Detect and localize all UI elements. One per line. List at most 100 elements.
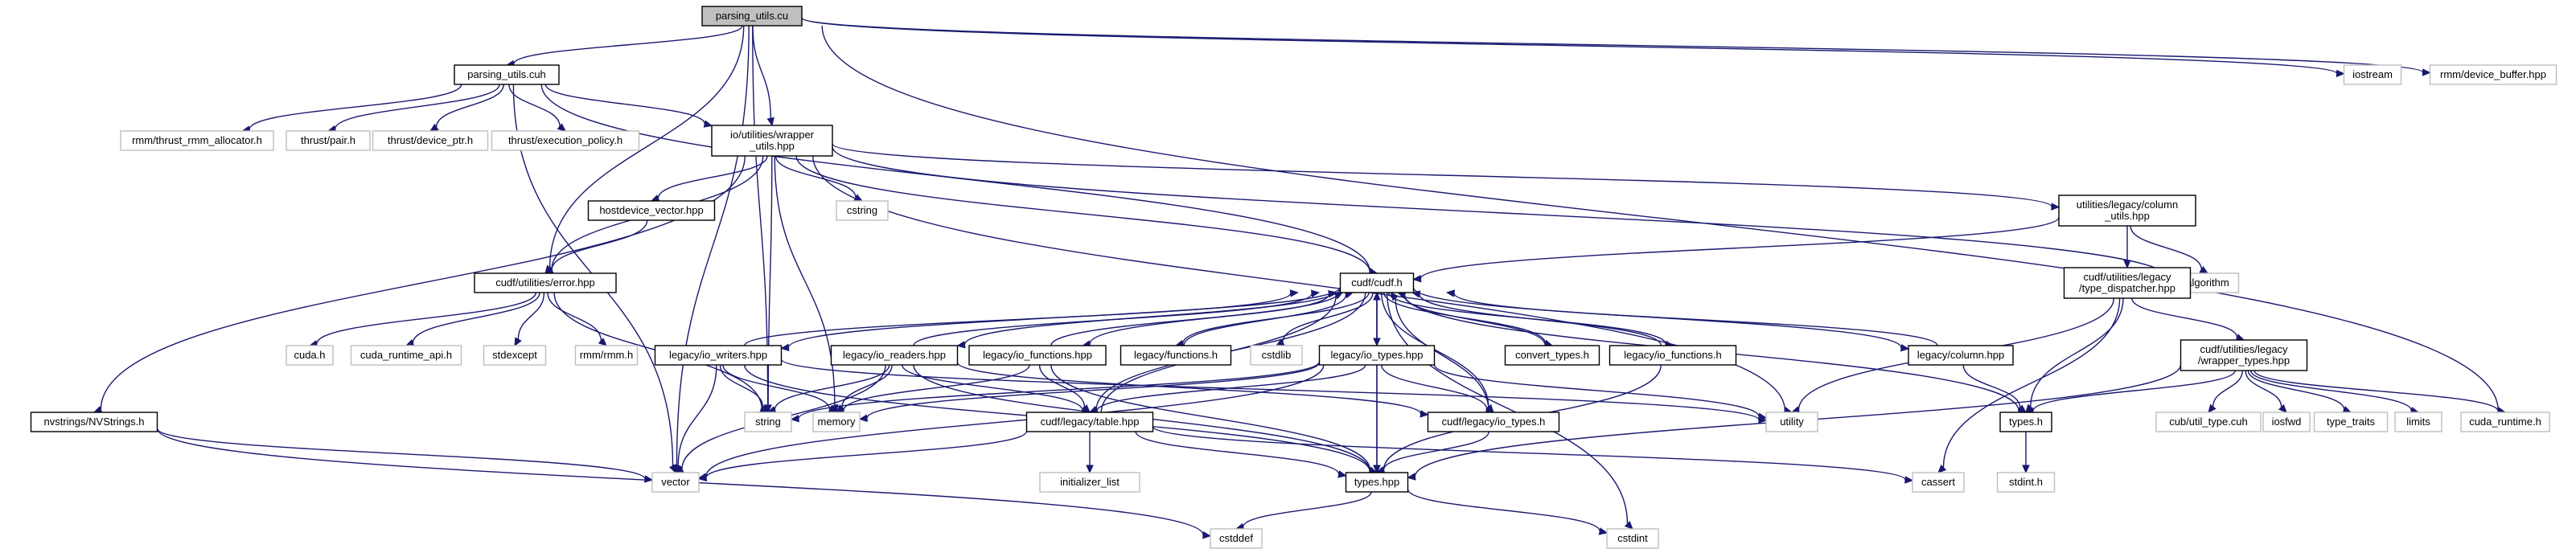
edge-legacy-io-writers-to-cudf-h (744, 293, 1292, 346)
arrowhead (703, 120, 713, 128)
edge-parsing-utils-cuh-to-io-wrapper-utils (544, 84, 705, 125)
arrowhead (1407, 473, 1416, 481)
node-wrapper-types[interactable]: cudf/utilities/legacy/wrapper_types.hpp (2180, 339, 2308, 371)
node-label: legacy/io_writers.hpp (669, 349, 767, 361)
node-label: cudf/utilities/legacy (2200, 343, 2288, 355)
edge-cudf-utilities-error-to-rmm-h (547, 292, 602, 342)
node-legacy-column[interactable]: legacy/column.hpp (1908, 345, 2014, 366)
node-label: cudf/legacy/io_types.h (1442, 416, 1546, 428)
edge-legacy-io-functions-hpp-to-types-hpp (1050, 364, 1371, 471)
node-box (1025, 412, 1154, 432)
node-type-dispatcher[interactable]: cudf/utilities/legacy/type_dispatcher.hp… (2063, 267, 2192, 299)
node-legacy-io-types-hpp[interactable]: legacy/io_types.hpp (1318, 345, 1436, 366)
node-label: legacy/io_readers.hpp (843, 349, 946, 361)
node-utilities-legacy-column-utils[interactable]: utilities/legacy/column_utils.hpp (2058, 195, 2196, 227)
node-label: hostdevice_vector.hpp (599, 204, 703, 216)
node-io-wrapper-utils[interactable]: io/utilities/wrapper_utils.hpp (711, 125, 833, 157)
edge-type-dispatcher-to-types-h (2030, 297, 2124, 408)
edge-io-wrapper-utils-to-memory (774, 155, 836, 406)
node-label: initializer_list (1060, 476, 1120, 488)
node-box (1504, 345, 1600, 366)
edge-parsing-utils-cu-to-vector (676, 25, 750, 466)
node-cudf-h[interactable]: cudf/cudf.h (1339, 272, 1415, 293)
node-label: cassert (1921, 476, 1955, 488)
node-label: iostream (2352, 68, 2393, 80)
arrowhead (1081, 404, 1091, 413)
node-label: legacy/io_functions.hpp (983, 349, 1092, 361)
node-box (1039, 472, 1140, 493)
node-cuda-h: cuda.h (286, 345, 334, 366)
node-legacy-io-writers[interactable]: legacy/io_writers.hpp (654, 345, 783, 366)
node-parsing-utils-cu[interactable]: parsing_utils.cu (701, 6, 803, 27)
node-cudf-legacy-table[interactable]: cudf/legacy/table.hpp (1025, 412, 1154, 432)
edge-legacy-io-functions-h-to-cudf-h (1419, 293, 1662, 346)
arrowhead (2422, 68, 2431, 76)
edge-cudf-utilities-error-to-stdexcept (517, 292, 545, 340)
arrowhead (1373, 291, 1381, 301)
node-label: _utils.hpp (749, 140, 795, 152)
node-cudf-legacy-io-types-h[interactable]: cudf/legacy/io_types.h (1427, 412, 1560, 432)
node-box (1339, 272, 1415, 293)
node-box (1345, 472, 1409, 493)
edge-legacy-io-types-hpp-to-cudf-legacy-io-types-h (1381, 364, 1488, 410)
arrowhead (1202, 531, 1212, 539)
node-label: types.hpp (1354, 476, 1399, 488)
node-iostream: iostream (2343, 64, 2402, 85)
node-legacy-io-readers[interactable]: legacy/io_readers.hpp (830, 345, 959, 366)
node-limits: limits (2394, 412, 2442, 432)
node-parsing-utils-cuh[interactable]: parsing_utils.cuh (454, 64, 560, 85)
node-box (1120, 345, 1232, 366)
edge-cudf-legacy-table-to-vector (705, 431, 1028, 478)
edge-io-wrapper-utils-to-cudf-h (795, 155, 1370, 272)
edge-cudf-legacy-io-types-h-to-cudf-h (1395, 297, 1489, 413)
node-legacy-io-functions-h[interactable]: legacy/io_functions.h (1608, 345, 1737, 366)
node-box (2262, 412, 2311, 432)
node-label: cub/util_type.cuh (2169, 416, 2248, 428)
edge-parsing-utils-cuh-to-rmm-thrust-alloc (249, 84, 462, 130)
edge-type-dispatcher-to-wrapper-types (2131, 297, 2238, 338)
arrowhead (1904, 476, 1914, 484)
edge-types-hpp-to-cstdint (1407, 489, 1600, 532)
edge-wrapper-types-to-types-h (2032, 370, 2236, 412)
arrowhead (1373, 465, 1381, 474)
node-iosfwd: iosfwd (2262, 412, 2311, 432)
node-box (1318, 345, 1436, 366)
edge-type-dispatcher-to-cassert (1942, 297, 2121, 468)
node-label: _utils.hpp (2104, 210, 2150, 222)
arrowhead (429, 123, 439, 132)
arrowhead (2017, 404, 2027, 413)
node-types-hpp[interactable]: types.hpp (1345, 472, 1409, 493)
node-box (1908, 345, 2014, 366)
node-label: cudf/legacy/table.hpp (1041, 416, 1140, 428)
node-box (1606, 528, 1659, 549)
node-cudf-utilities-error[interactable]: cudf/utilities/error.hpp (474, 272, 617, 293)
node-box (2058, 195, 2196, 227)
node-legacy-io-functions-hpp[interactable]: legacy/io_functions.hpp (968, 345, 1107, 366)
arrowhead (1757, 412, 1768, 421)
edge-legacy-io-functions-hpp-to-memory (843, 364, 1030, 412)
node-box (711, 125, 833, 157)
edge-wrapper-types-to-cuda-runtime-h (2253, 370, 2499, 412)
edge-wrapper-types-to-cub-util-type (2212, 370, 2243, 408)
node-stdint-h: stdint.h (1996, 472, 2056, 493)
edge-parsing-utils-cu-to-iostream (801, 17, 2338, 74)
edge-parsing-utils-cuh-to-thrust-exec-policy (508, 84, 561, 127)
node-cuda-runtime-api: cuda_runtime_api.h (350, 345, 462, 366)
node-box (491, 130, 640, 151)
node-box (1999, 412, 2052, 432)
node-types-h[interactable]: types.h (1999, 412, 2052, 432)
node-label: parsing_utils.cuh (467, 68, 546, 80)
node-box (1250, 345, 1303, 366)
arrowhead (1310, 289, 1321, 297)
node-legacy-functions-h[interactable]: legacy/functions.h (1120, 345, 1232, 366)
node-label: thrust/device_ptr.h (388, 134, 473, 146)
node-box (968, 345, 1107, 366)
node-nvstrings[interactable]: nvstrings/NVStrings.h (30, 412, 158, 432)
edge-parsing-utils-cuh-to-thrust-device-ptr (435, 84, 504, 128)
node-label: types.h (2009, 416, 2043, 428)
node-hostdevice-vector[interactable]: hostdevice_vector.hpp (587, 200, 716, 221)
edge-parsing-utils-cu-to-cudf-utilities-error (548, 25, 745, 268)
arrowhead (514, 337, 522, 347)
node-convert-types-h[interactable]: convert_types.h (1504, 345, 1600, 366)
edge-io-wrapper-utils-to-utility (812, 155, 1785, 411)
